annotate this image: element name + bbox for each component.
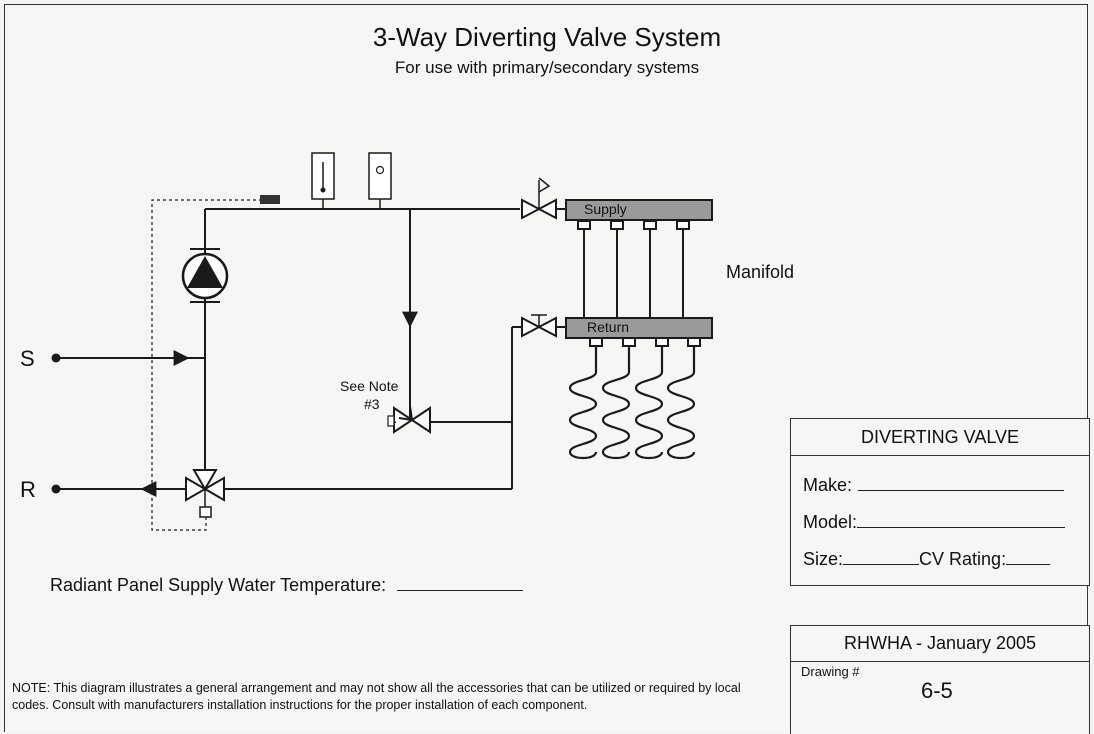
make-label: Make: (803, 475, 853, 495)
model-field: Model: (803, 511, 1066, 533)
r-connection-dot (51, 484, 61, 494)
control-wire (151, 199, 262, 531)
s-connection-dot (51, 353, 61, 363)
drawing-number: 6-5 (921, 678, 953, 703)
model-label: Model: (803, 512, 858, 532)
temperature-label: Radiant Panel Supply Water Temperature: (50, 575, 387, 595)
supply-manifold (565, 199, 713, 221)
return-manifold (565, 317, 713, 339)
zone-valve-icon (521, 177, 557, 220)
radiant-loops (568, 346, 696, 460)
size-blank[interactable] (843, 548, 920, 565)
footnote: NOTE: This diagram illustrates a general… (12, 681, 741, 712)
diverting-valve-icon (185, 469, 225, 518)
cv-rating-label: CV Rating: (919, 549, 1007, 569)
r-label: R (20, 477, 36, 502)
model-blank[interactable] (857, 511, 1066, 528)
org-date: RHWHA - January 2005 (791, 626, 1089, 662)
temperature-field: Radiant Panel Supply Water Temperature: (50, 574, 524, 596)
size-cv-field: Size: CV Rating: (803, 548, 1051, 570)
return-label: Return (587, 319, 630, 335)
control-box-icon (368, 152, 392, 209)
diagram-subtitle: For use with primary/secondary systems (394, 58, 700, 77)
size-label: Size: (803, 549, 844, 569)
manifold-tubes (577, 220, 701, 347)
manifold-label: Manifold (726, 262, 795, 282)
s-label: S (20, 346, 35, 371)
make-field: Make: (803, 474, 1065, 496)
valve-spec-heading: DIVERTING VALVE (791, 419, 1089, 456)
title-block: RHWHA - January 2005 Drawing # 6-5 (790, 625, 1090, 734)
sensor-icon (260, 195, 280, 204)
valve-spec-box: DIVERTING VALVE Make: Model: Size: CV Rat… (790, 418, 1090, 586)
diagram-title: 3-Way Diverting Valve System (372, 22, 722, 52)
note-number-label: #3 (364, 396, 380, 412)
cv-rating-blank[interactable] (1006, 548, 1051, 565)
drawing-number-label: Drawing # (801, 664, 860, 679)
pump-icon (181, 248, 229, 303)
see-note-label: See Note (340, 378, 399, 394)
thermostat-icon (311, 152, 335, 209)
balancing-valve-icon (521, 314, 557, 338)
thermostatic-valve-icon (387, 405, 431, 434)
make-blank[interactable] (858, 474, 1065, 491)
sheet-border (4, 4, 1088, 732)
temperature-blank[interactable] (397, 574, 524, 591)
supply-label: Supply (584, 201, 627, 217)
